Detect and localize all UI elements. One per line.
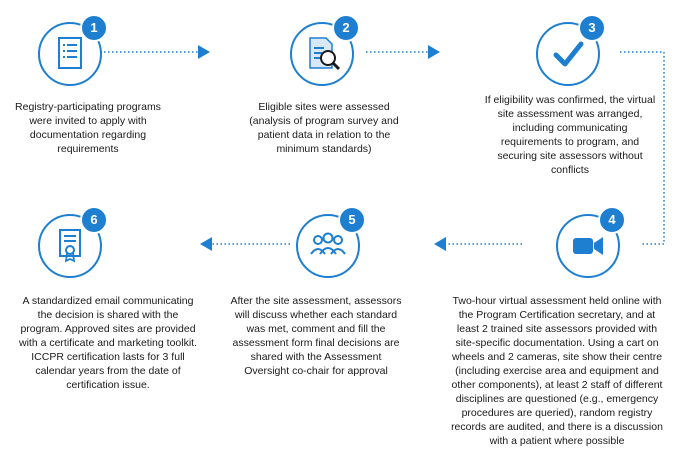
- arrow-2-3: [428, 45, 440, 59]
- step-4-description: Two-hour virtual assessment held online …: [451, 295, 663, 447]
- step-1-number: 1: [80, 14, 108, 42]
- step-3-number: 3: [578, 14, 606, 42]
- arrow-5-6: [200, 237, 212, 251]
- step-2-number: 2: [332, 14, 360, 42]
- step-1-node: 1: [38, 14, 108, 86]
- step-2-node: 2: [290, 14, 360, 86]
- step-2-description: Eligible sites were assessed (analysis o…: [249, 101, 399, 155]
- step-5-number: 5: [338, 206, 366, 234]
- step-6-number: 6: [80, 206, 108, 234]
- step-6-description: A standardized email communicating the d…: [19, 295, 197, 391]
- step-3-circle: [536, 22, 600, 86]
- step-5-description: After the site assessment, assessors wil…: [230, 295, 402, 377]
- document-list-icon: [58, 37, 82, 69]
- certificate-icon: [59, 229, 81, 263]
- step-5-node: 5: [296, 206, 366, 278]
- arrow-4-5: [434, 237, 446, 251]
- step-6-node: 6: [38, 206, 108, 278]
- step-3-node: 3: [536, 14, 606, 86]
- document-magnifier-icon: [309, 37, 341, 71]
- arrow-1-2: [198, 45, 210, 59]
- step-1-description: Registry-participating programs were inv…: [15, 101, 161, 155]
- step-4-node: 4: [556, 206, 626, 278]
- step-4-number: 4: [598, 206, 626, 234]
- video-camera-icon: [573, 237, 603, 255]
- group-people-icon: [310, 232, 346, 255]
- step-3-description: If eligibility was confirmed, the virtua…: [484, 94, 656, 176]
- checkmark-icon: [553, 41, 584, 67]
